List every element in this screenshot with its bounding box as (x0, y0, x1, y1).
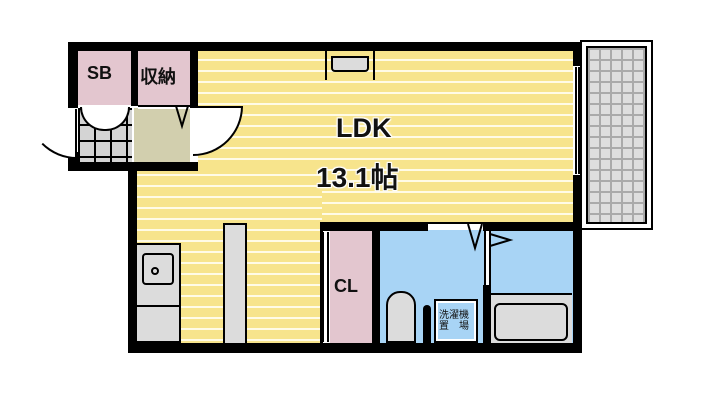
wall-top (68, 42, 582, 51)
wall-right-lower (573, 175, 582, 353)
storage-folding-door[interactable] (138, 105, 190, 109)
closet-label: CL (334, 276, 358, 296)
kitchen-column (223, 223, 247, 343)
wall-bath-top-b (483, 222, 582, 231)
bathtub-basin (494, 303, 568, 341)
closet (330, 230, 372, 343)
ac-unit-icon (331, 56, 369, 72)
ldk-top-fixture (325, 50, 375, 80)
wall-left-upper (68, 42, 78, 108)
shoe-box (78, 50, 131, 105)
balcony-sliding-window[interactable] (575, 67, 580, 174)
sink-drain-icon (151, 267, 159, 275)
balcony-floor (586, 46, 647, 224)
wall-bottom (128, 343, 582, 353)
washroom-door-fold-icon (467, 224, 483, 252)
kitchen-sink-counter (137, 243, 181, 343)
wall-washroom-bath (483, 285, 491, 343)
storage-door-fold-icon (175, 106, 189, 130)
wall-closet-washroom (372, 222, 380, 343)
wall-left-main (128, 165, 137, 353)
shoe-box-label: SB (87, 63, 113, 83)
ldk-size: 13.1帖 (316, 162, 399, 193)
storage-label: 収納 (140, 67, 176, 87)
entrance-door-left[interactable] (27, 109, 77, 159)
wall-storage-ldk (190, 42, 198, 108)
ldk-label: LDK (336, 113, 392, 143)
bathtub-icon (491, 293, 572, 343)
counter-divider (137, 305, 179, 307)
washer-label-1: 洗濯機 (439, 310, 469, 321)
bathroom-door-fold-icon (489, 233, 514, 247)
entrance-hall (134, 108, 190, 162)
closet-door (322, 232, 329, 342)
wall-sb-storage (131, 42, 138, 106)
wall-right-top (573, 42, 582, 66)
washer-space: 洗濯機 置 場 (434, 299, 478, 343)
washroom-partition (423, 305, 431, 343)
balcony (580, 40, 653, 230)
toilet-icon (386, 291, 416, 343)
sink-icon (142, 253, 174, 285)
storage (138, 50, 191, 105)
wall-closet-left (320, 222, 323, 343)
wall-left-upper-stub (68, 152, 78, 171)
bathroom-door[interactable] (484, 231, 491, 285)
washroom-door[interactable] (428, 222, 483, 230)
washer-label-2: 置 場 (439, 321, 469, 332)
